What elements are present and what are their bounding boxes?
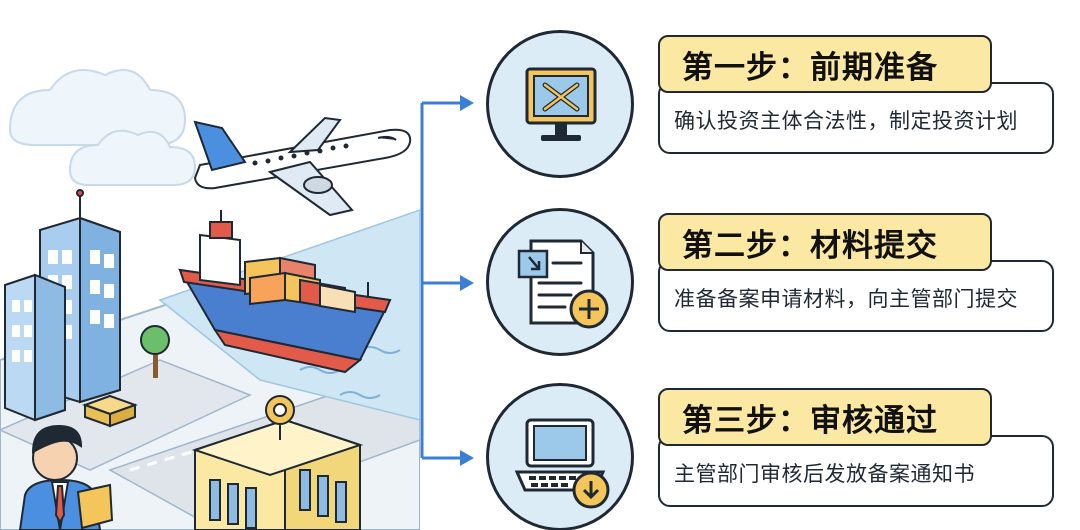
step-card-1: 确认投资主体合法性，制定投资计划 第一步：前期准备	[478, 30, 1068, 180]
arrow-right-icon	[460, 95, 474, 111]
tree-icon	[140, 325, 170, 378]
cargo-boxes	[82, 394, 138, 428]
step-icon-circle	[486, 383, 634, 530]
arrow-right-icon	[460, 450, 474, 466]
step-title: 第二步：材料提交	[658, 213, 992, 271]
businessman-icon	[18, 424, 114, 530]
cargo-ship-icon	[178, 210, 392, 374]
office-building-small	[4, 273, 66, 422]
step-description: 准备备案申请材料，向主管部门提交	[674, 287, 1018, 311]
laptop-download-icon	[514, 418, 610, 509]
step-title: 第一步：前期准备	[658, 35, 992, 93]
step-icon-circle	[486, 30, 634, 178]
monitor-tools-icon	[525, 67, 597, 141]
customs-office-building	[191, 395, 364, 530]
cloud-icon	[8, 69, 197, 186]
step-description-card: 准备备案申请材料，向主管部门提交	[658, 260, 1054, 332]
step-card-3: 主管部门审核后发放备案通知书 第三步：审核通过	[478, 383, 1068, 530]
step-title: 第三步：审核通过	[658, 388, 992, 446]
flow-connector	[420, 95, 474, 466]
airplane-icon	[193, 116, 412, 217]
step-card-2: 准备备案申请材料，向主管部门提交 第二步：材料提交	[478, 208, 1068, 358]
trade-logistics-illustration	[0, 69, 420, 530]
arrow-right-icon	[460, 275, 474, 291]
step-description: 确认投资主体合法性，制定投资计划	[674, 109, 1018, 133]
step-description: 主管部门审核后发放备案通知书	[674, 462, 975, 486]
document-upload-icon	[517, 239, 609, 329]
step-icon-circle	[486, 208, 634, 356]
